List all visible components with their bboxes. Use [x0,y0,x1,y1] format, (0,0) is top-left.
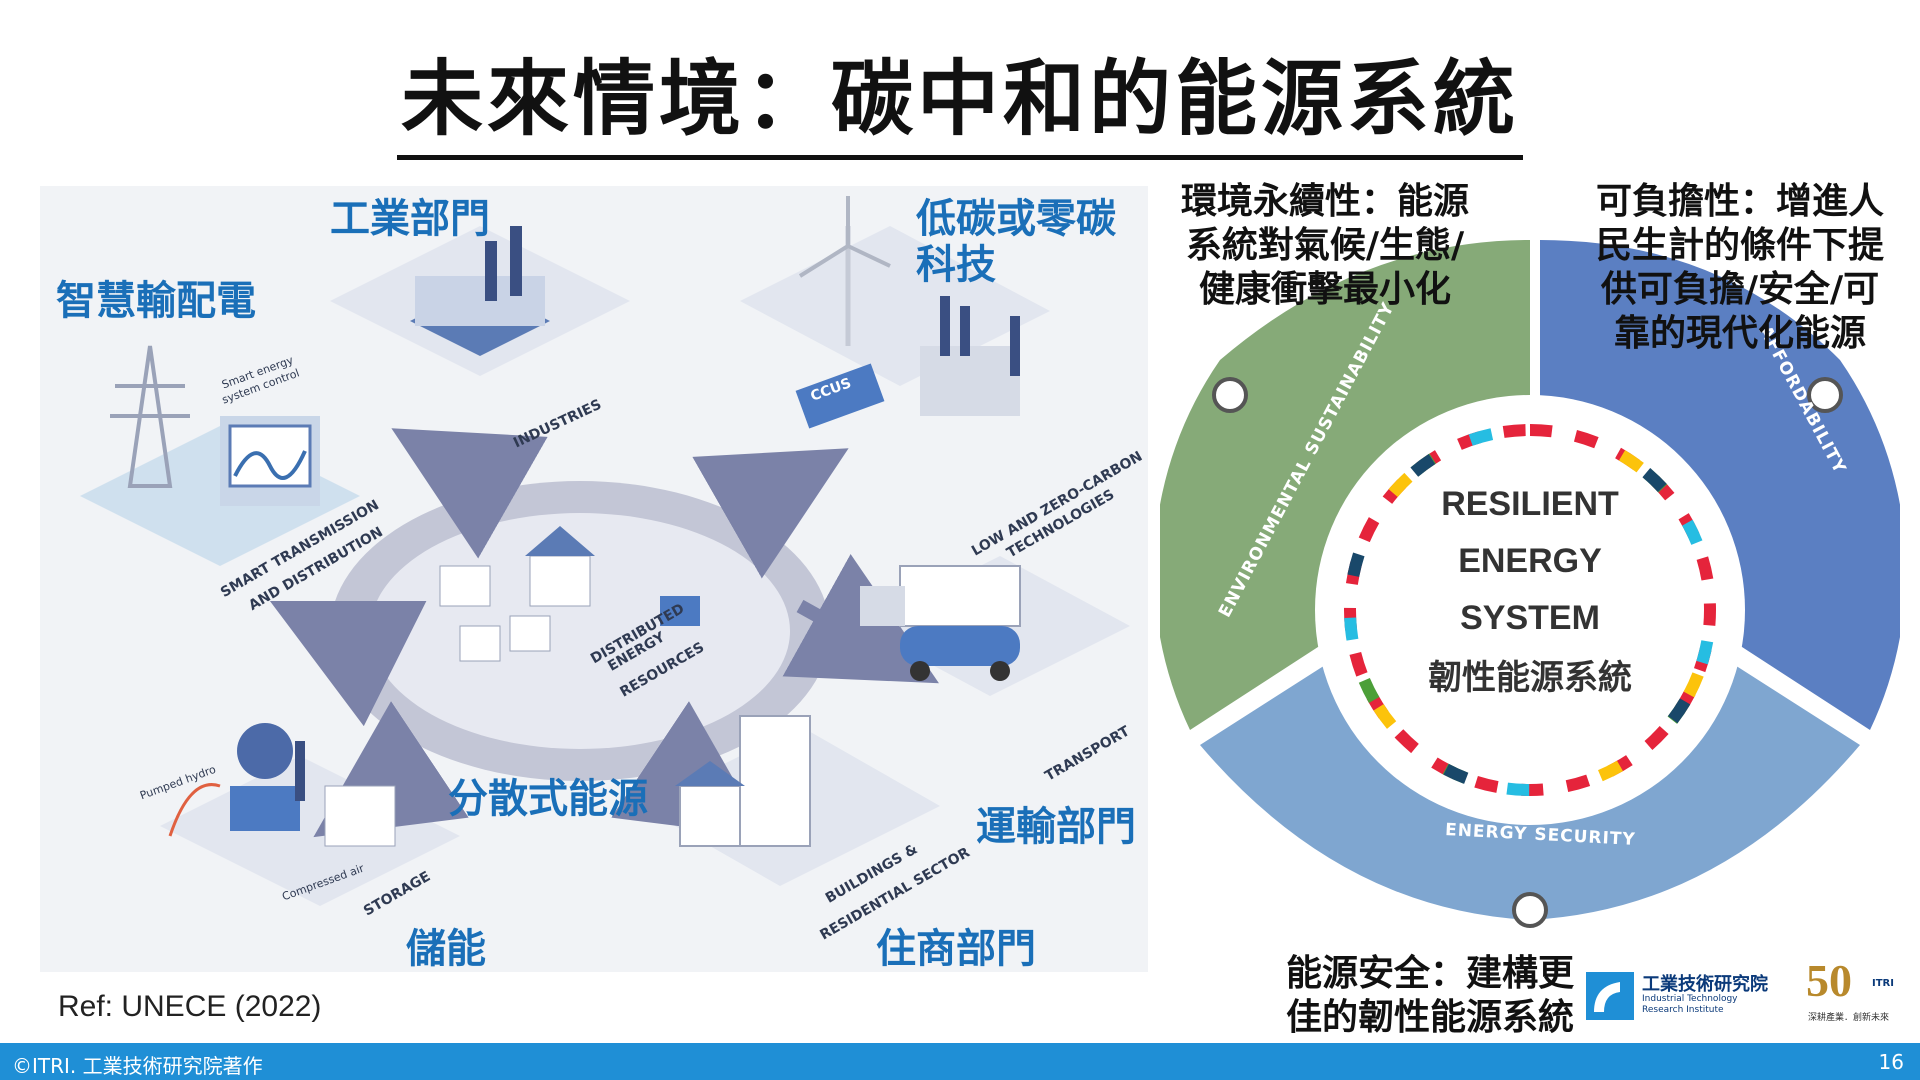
distributed-houses-icon [439,526,700,662]
callout-affordability: 可負擔性：增進人 民生計的條件下提 供可負擔/安全/可 靠的現代化能源 [1570,180,1910,356]
anniv-slogan: 深耕產業．創新未來 [1808,1013,1890,1023]
center-line-1: RESILIENT [1441,485,1619,523]
center-line-3: SYSTEM [1460,599,1600,637]
itri-mark-icon [1586,972,1634,1020]
environmental-petal [1154,240,1530,730]
arrow-transport [782,554,939,684]
footer-copyright: ©ITRI. 工業技術研究院著作 [12,1054,263,1078]
wind-turbine-icon [798,196,891,346]
callout-env-line-3: 健康衝擊最小化 [1198,269,1451,310]
transmission-tower-icon [110,345,320,506]
center-cn: 韌性能源系統 [1428,658,1632,698]
itri-cn-name: 工業技術研究院 [1642,974,1768,995]
footer-bar: ©ITRI. 工業技術研究院著作 16 [0,1043,1920,1080]
label-transport: 運輸部門 [976,804,1136,850]
itri-en-name-1: Industrial Technology [1642,994,1738,1004]
illustration-art [80,196,1130,906]
label-low-carbon-2: 科技 [916,242,996,288]
callout-aff-line-4: 靠的現代化能源 [1613,313,1866,354]
anniv-tag: ITRI [1872,978,1894,989]
label-storage: 儲能 [406,926,486,972]
reference: Ref: UNECE (2022) [58,990,322,1023]
itri-en-name-2: Research Institute [1642,1005,1724,1015]
itri-logo: 工業技術研究院 Industrial Technology Research I… [1586,968,1786,1028]
trilemma-art [1154,240,1906,928]
arrow-smartgrid [269,600,427,727]
center-line-2: ENERGY [1458,542,1602,580]
truck-car-icon [860,565,1021,681]
slide-title: 未來情境：碳中和的能源系統 [0,32,1920,160]
affordability-petal [1540,240,1906,730]
callout-environment: 環境永續性：能源 系統對氣候/生態/ 健康衝擊最小化 [1150,180,1500,312]
callout-env-line-1: 環境永續性：能源 [1180,181,1469,222]
arrow-lowcarbon [692,448,849,579]
center-disc [1315,395,1745,825]
resilient-energy-diagram: RESILIENT ENERGY SYSTEM 韌性能源系統 ENVIRONME… [1154,210,1906,940]
callout-aff-line-3: 供可負擔/安全/可 [1600,269,1880,310]
label-low-carbon-1: 低碳或零碳 [916,196,1116,242]
marker-right [1807,377,1843,413]
callout-aff-line-1: 可負擔性：增進人 [1595,181,1884,222]
callout-aff-line-2: 民生計的條件下提 [1595,225,1884,266]
page-number: 16 [1878,1050,1904,1074]
factory-icon [410,226,550,356]
callout-sec-line-1: 能源安全：建構更 [1285,953,1574,994]
label-buildings: 住商部門 [876,926,1036,972]
label-distributed: 分散式能源 [448,776,648,822]
marker-bottom [1512,892,1548,928]
low-carbon-plants-icon [795,296,1020,429]
storage-facility-icon [168,723,396,847]
energy-system-illustration: 工業部門 低碳或零碳 科技 智慧輸配電 分散式能源 運輸部門 儲能 住商部門 I… [40,186,1148,972]
label-industry: 工業部門 [330,196,490,242]
callout-env-line-2: 系統對氣候/生態/ [1185,225,1465,266]
anniversary-logo: 50 ITRI 深耕產業．創新未來 [1806,955,1906,1032]
marker-left [1212,377,1248,413]
label-smart-grid: 智慧輸配電 [56,278,256,324]
callout-sec-line-2: 佳的韌性能源系統 [1285,997,1574,1038]
anniv-number: 50 [1806,955,1852,1006]
buildings-icon [675,715,811,847]
arrow-industry [391,428,548,559]
callout-security: 能源安全：建構更 佳的韌性能源系統 [1270,952,1590,1040]
